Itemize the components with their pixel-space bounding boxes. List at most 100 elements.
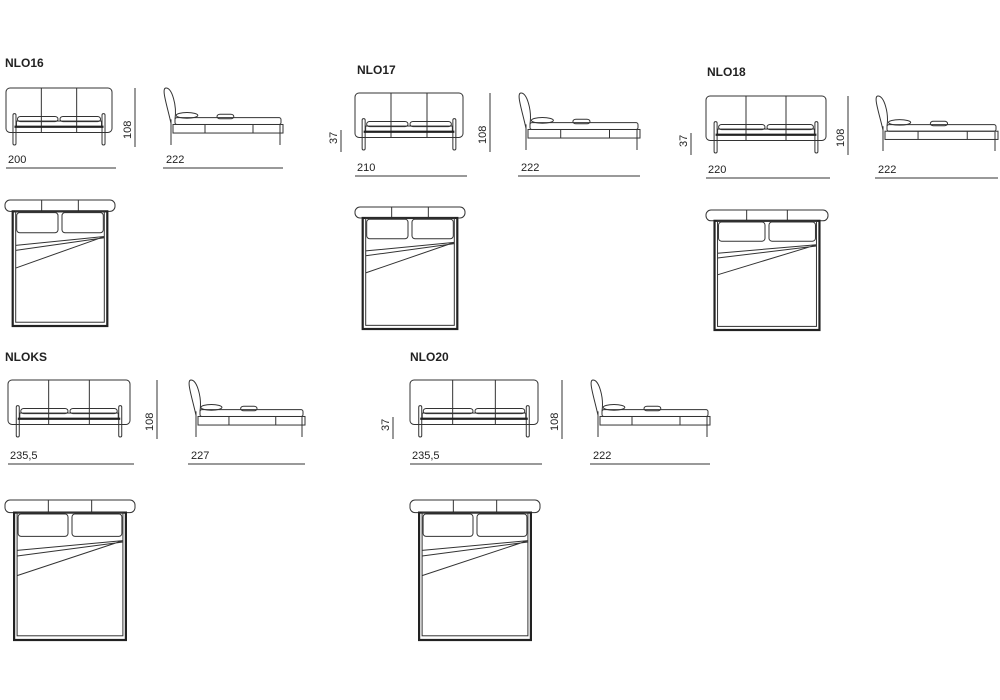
model-title: NLO17 xyxy=(357,63,396,77)
mattress xyxy=(421,512,529,637)
leg xyxy=(452,118,457,151)
pillow xyxy=(422,408,474,415)
headboard xyxy=(409,499,541,514)
leg xyxy=(15,405,20,438)
pillow xyxy=(240,405,258,412)
front-view xyxy=(705,95,827,154)
headboard xyxy=(705,209,829,222)
mattress xyxy=(717,220,817,327)
mattress xyxy=(16,512,124,637)
headboard xyxy=(7,379,131,425)
pillow xyxy=(17,513,69,537)
headboard xyxy=(354,92,464,138)
model-title: NLO20 xyxy=(410,350,449,364)
base-height-dimension-label: 37 xyxy=(380,419,392,431)
pillow xyxy=(718,221,766,242)
width-dimension-label: 210 xyxy=(357,162,375,174)
front-view xyxy=(7,379,131,438)
bed-frame xyxy=(527,128,641,139)
front-view xyxy=(409,379,539,438)
width-dimension-label: 235,5 xyxy=(10,450,38,462)
pillow xyxy=(530,117,554,124)
mattress xyxy=(15,210,105,323)
pillow xyxy=(59,116,102,123)
length-dimension-label: 227 xyxy=(191,450,209,462)
pillow xyxy=(888,119,912,126)
pillow xyxy=(409,121,452,128)
pillow xyxy=(175,112,199,119)
headboard xyxy=(163,87,176,124)
front-view xyxy=(5,87,113,146)
pillow xyxy=(766,124,814,131)
pillow xyxy=(422,513,474,537)
length-dimension-label: 222 xyxy=(521,162,539,174)
height-dimension-label: 108 xyxy=(122,121,134,139)
pillow xyxy=(366,121,409,128)
top-view xyxy=(354,206,466,331)
top-view xyxy=(4,499,136,642)
side-view xyxy=(188,379,306,437)
leg xyxy=(814,121,819,154)
pillow xyxy=(411,218,454,240)
bed-frame xyxy=(11,210,109,328)
blanket-fold xyxy=(365,241,455,274)
top-view xyxy=(4,199,116,328)
model-title: NLOKS xyxy=(5,350,47,364)
base-height-dimension-label: 37 xyxy=(678,135,690,147)
front-view xyxy=(354,92,464,151)
leg xyxy=(101,113,106,146)
model-title: NLO16 xyxy=(5,56,44,70)
pillow xyxy=(718,124,766,131)
headboard xyxy=(188,379,201,416)
top-view xyxy=(409,499,541,642)
headboard xyxy=(518,92,531,129)
model-nlo16: NLO16 108 200 222 xyxy=(4,56,284,328)
pillow xyxy=(16,212,59,234)
width-dimension-label: 220 xyxy=(708,164,726,176)
blanket-fold xyxy=(421,540,529,577)
pillow xyxy=(929,120,949,127)
blanket-fold xyxy=(15,236,105,269)
base-height-dimension-label: 37 xyxy=(328,132,340,144)
pillow xyxy=(16,116,59,123)
pillow xyxy=(476,513,528,537)
pillow xyxy=(61,212,104,234)
pillow xyxy=(69,408,118,415)
headboard xyxy=(875,95,888,131)
pillow xyxy=(602,404,626,411)
model-nlo18: NLO18 108 37 220 222 xyxy=(678,65,999,332)
side-view xyxy=(163,87,284,145)
pillow xyxy=(572,118,591,125)
pillow xyxy=(216,113,235,120)
pillow xyxy=(474,408,526,415)
bed-frame xyxy=(13,511,128,642)
bed-frame xyxy=(884,130,999,140)
bed-frame xyxy=(197,415,306,426)
bed-frame xyxy=(361,216,459,331)
bed-frame xyxy=(172,123,284,134)
mattress xyxy=(365,217,455,326)
leg xyxy=(525,405,530,438)
bed-frame xyxy=(418,511,533,642)
pillow xyxy=(643,405,662,412)
model-title: NLO18 xyxy=(707,65,746,79)
length-dimension-label: 222 xyxy=(166,154,184,166)
pillow xyxy=(20,408,69,415)
bed-frame xyxy=(599,415,711,426)
blanket-fold xyxy=(717,244,817,276)
pillow xyxy=(366,218,409,240)
side-view xyxy=(590,379,711,437)
height-dimension-label: 108 xyxy=(835,129,847,147)
width-dimension-label: 235,5 xyxy=(412,450,440,462)
headboard xyxy=(705,95,827,141)
length-dimension-label: 222 xyxy=(878,164,896,176)
headboard xyxy=(4,199,116,212)
headboard xyxy=(590,379,603,416)
pillow xyxy=(71,513,123,537)
leg xyxy=(361,118,366,151)
width-dimension-label: 200 xyxy=(8,154,26,166)
headboard xyxy=(4,499,136,514)
